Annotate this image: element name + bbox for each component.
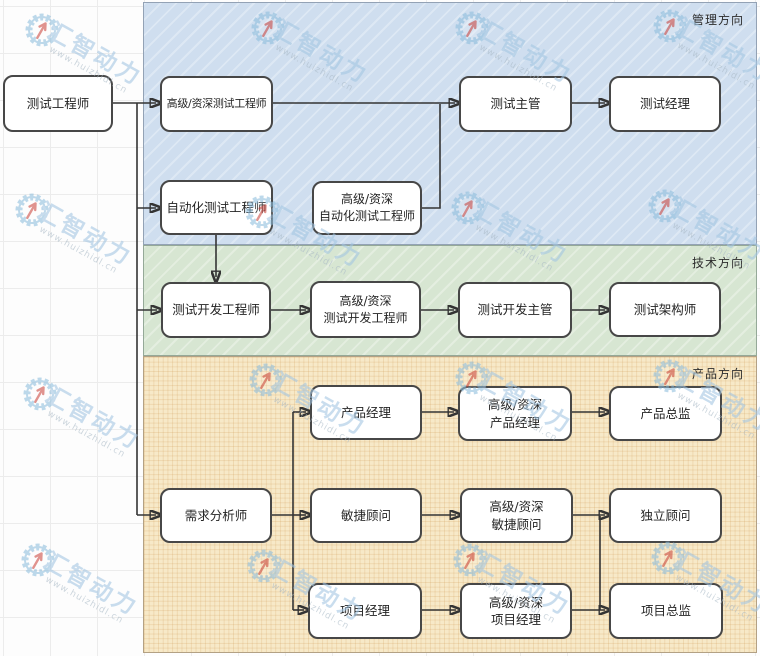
node-test-manager: 测试经理 [609,76,721,132]
node-product-manager: 产品经理 [310,385,422,440]
node-test-architect: 测试架构师 [609,282,721,337]
connector-tester-trunk [113,102,138,515]
node-test-dev: 测试开发工程师 [161,282,271,338]
node-senior-product-manager: 高级/资深 产品经理 [458,386,572,441]
node-senior-project-manager: 高级/资深 项目经理 [460,583,572,639]
node-auto-tester: 自动化测试工程师 [160,180,273,235]
node-project-director: 项目总监 [609,583,723,639]
node-tester: 测试工程师 [3,75,113,132]
node-test-dev-lead: 测试开发主管 [458,282,572,338]
connector-senior-auto-tester-join [422,104,441,209]
node-product-director: 产品总监 [609,386,722,441]
node-test-lead: 测试主管 [459,76,572,132]
node-senior-tester: 高级/资深测试工程师 [160,76,273,132]
node-project-manager: 项目经理 [308,583,422,639]
region-label-technical: 技术方向 [691,256,744,270]
region-label-product: 产品方向 [691,367,744,381]
region-label-management: 管理方向 [691,13,744,27]
node-agile-consultant: 敏捷顾问 [310,488,422,543]
node-senior-agile-consultant: 高级/资深 敏捷顾问 [460,488,573,543]
node-senior-auto-tester: 高级/资深 自动化测试工程师 [312,181,422,235]
connector-req-analyst-split [272,412,294,610]
node-senior-test-dev: 高级/资深 测试开发工程师 [310,281,421,338]
node-independent-consultant: 独立顾问 [609,488,722,543]
node-req-analyst: 需求分析师 [160,488,272,543]
